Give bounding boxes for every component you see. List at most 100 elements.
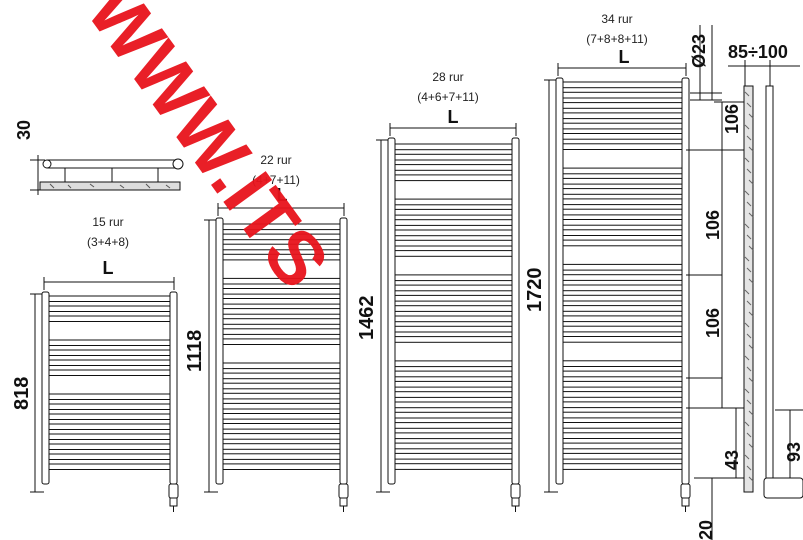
radiator-bar — [562, 133, 683, 140]
radiator-bar — [562, 315, 683, 323]
radiator-bar — [222, 362, 341, 370]
radiator-bar — [394, 219, 513, 226]
radiator-bar — [562, 360, 683, 367]
depth-label: 85÷100 — [728, 42, 788, 62]
radiator-bar — [562, 102, 683, 109]
radiator-28: 28 rur (4+6+7+11) L 1462 — [356, 70, 521, 512]
bottom-offset: 43 — [722, 450, 742, 470]
radiator-bar — [394, 442, 513, 450]
radiator-15-width: L — [103, 258, 114, 278]
radiator-15-height: 818 — [11, 377, 33, 410]
radiator-bar — [562, 167, 683, 175]
radiator-bar — [394, 370, 513, 378]
radiator-15: 15 rur (3+4+8) L 818 — [11, 215, 179, 512]
radiator-bar — [394, 391, 513, 398]
radiator-bar — [222, 233, 341, 241]
radiator-bar — [394, 380, 513, 388]
radiator-bar — [394, 284, 513, 292]
radiator-bar — [394, 208, 513, 216]
radiator-bar — [394, 164, 513, 171]
radiator-bar — [222, 392, 341, 400]
radiator-bar — [222, 253, 341, 261]
radiator-22-grouping: (4+7+11) — [252, 173, 300, 187]
radiator-bar — [562, 188, 683, 195]
radiator-22-height: 1118 — [184, 330, 206, 372]
radiator-22-width: L — [277, 185, 288, 205]
radiator-bar — [562, 91, 683, 99]
radiator-bar — [562, 432, 683, 439]
radiator-bar — [394, 305, 513, 312]
radiator-bar — [48, 393, 171, 400]
radiator-34-grouping: (7+8+8+11) — [586, 32, 648, 46]
radiator-bar — [562, 294, 683, 302]
radiator-bar — [222, 298, 341, 305]
radiator-bar — [394, 422, 513, 429]
radiator-bar — [222, 288, 341, 295]
side-view-height: 30 — [14, 120, 34, 140]
radiator-bar — [48, 433, 171, 440]
radiator-bar — [48, 339, 171, 346]
radiator-bar — [222, 223, 341, 231]
radiator-bar — [48, 349, 171, 356]
radiator-bar — [222, 463, 341, 470]
radiator-bar — [562, 284, 683, 292]
radiator-bar — [562, 177, 683, 185]
radiator-bar — [222, 402, 341, 410]
radiator-bar — [562, 452, 683, 460]
radiator-bar — [394, 360, 513, 368]
pipe-height: 93 — [784, 442, 803, 462]
radiator-bar — [394, 250, 513, 257]
radiator-bar — [48, 463, 171, 470]
radiator-bar — [562, 112, 683, 120]
radiator-bar — [222, 433, 341, 440]
radiator-bar — [222, 243, 341, 251]
radiator-bar — [222, 453, 341, 460]
radiator-bar — [562, 442, 683, 450]
radiator-15-grouping: (3+4+8) — [87, 235, 129, 249]
radiator-bar — [562, 122, 683, 130]
radiator-bar — [48, 423, 171, 430]
radiator-bar — [562, 401, 683, 409]
radiator-22-tubes: 22 rur — [260, 153, 291, 167]
radiator-bar — [394, 463, 513, 470]
radiator-bar — [222, 308, 341, 315]
radiator-bar — [394, 336, 513, 343]
radiator-bar — [562, 411, 683, 419]
radiator-bar — [562, 229, 683, 237]
bottom-label: 20 — [696, 520, 716, 540]
radiator-bar — [48, 443, 171, 450]
side-view: 30 — [14, 120, 184, 195]
radiator-34-height: 1720 — [524, 268, 546, 313]
radiator-bar — [394, 153, 513, 161]
radiator-bar — [48, 403, 171, 410]
radiator-28-tubes: 28 rur — [432, 70, 463, 84]
radiator-22: 22 rur (4+7+11) L 1118 — [184, 153, 349, 512]
radiator-bar — [562, 463, 683, 470]
radiator-bar — [394, 315, 513, 323]
radiator-bar — [562, 274, 683, 281]
radiator-bar — [562, 336, 683, 343]
radiator-bar — [562, 81, 683, 89]
radiator-bar — [394, 401, 513, 409]
radiator-bar — [222, 443, 341, 450]
radiator-bar — [222, 372, 341, 380]
radiator-bar — [394, 239, 513, 247]
spacing-3: 106 — [703, 308, 723, 338]
radiator-28-height: 1462 — [356, 296, 378, 341]
spacing-2: 106 — [703, 210, 723, 240]
radiator-bar — [394, 452, 513, 460]
spacing-1: 106 — [722, 104, 742, 134]
radiator-bar — [562, 143, 683, 151]
radiator-bar — [222, 328, 341, 335]
radiator-bar — [562, 198, 683, 206]
radiator-28-grouping: (4+6+7+11) — [417, 90, 479, 104]
radiator-bar — [562, 208, 683, 216]
radiator-28-width: L — [448, 107, 459, 127]
radiator-bar — [394, 229, 513, 237]
radiator-bar — [48, 295, 171, 302]
radiator-bar — [562, 391, 683, 398]
radiator-bar — [562, 380, 683, 388]
radiator-bar — [394, 198, 513, 206]
radiator-34: 34 rur (7+8+8+11) L 1720 — [524, 12, 691, 512]
diameter-label: Ø23 — [689, 34, 709, 68]
